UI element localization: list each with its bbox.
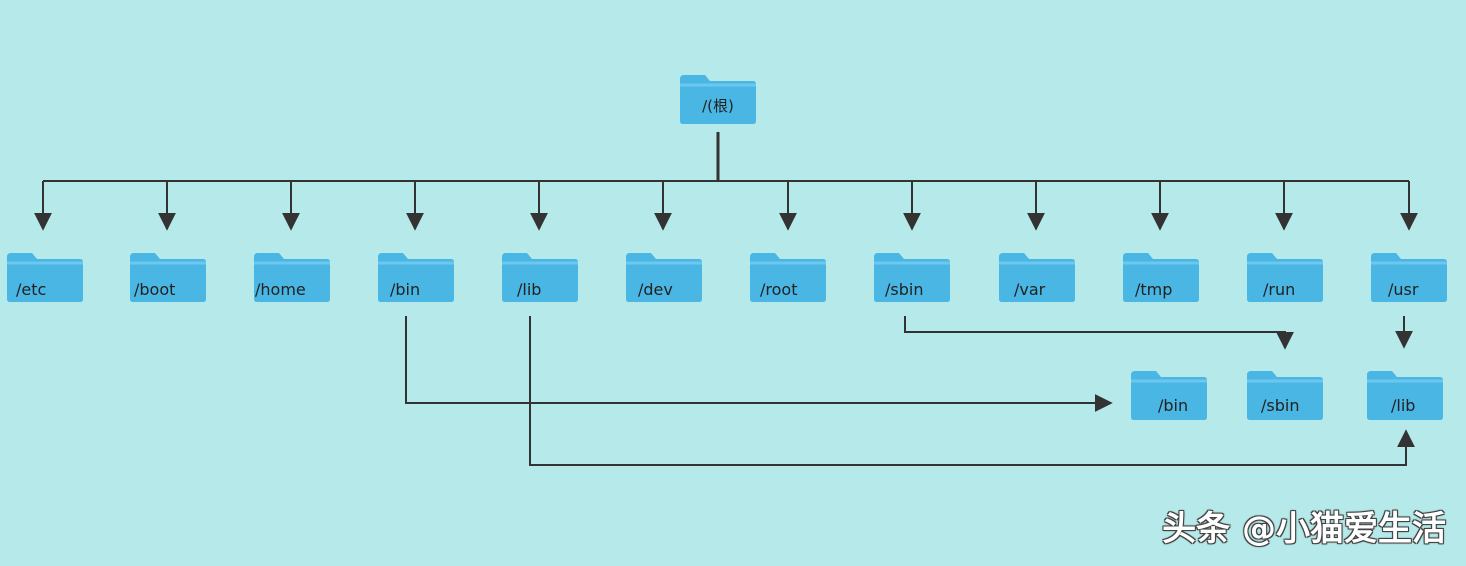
folder-lib[interactable]: /lib	[501, 251, 579, 303]
folder-icon	[7, 253, 83, 302]
folder-usr-bin[interactable]: /bin	[1130, 369, 1208, 421]
folder-usr[interactable]: /usr	[1370, 251, 1448, 303]
folder-label: /root	[760, 280, 798, 299]
folder-dev[interactable]: /dev	[625, 251, 703, 303]
folder-label: /home	[255, 280, 306, 299]
folder-icon	[1247, 253, 1323, 302]
folder-home[interactable]: /home	[253, 251, 331, 303]
folder-usr-lib[interactable]: /lib	[1366, 369, 1444, 421]
folder-label: /(根)	[702, 97, 734, 115]
folder-label: /boot	[134, 280, 176, 299]
folder-tmp[interactable]: /tmp	[1122, 251, 1200, 303]
folder-label: /bin	[390, 280, 421, 299]
folder-icon	[502, 253, 578, 302]
folder-label: /sbin	[885, 280, 924, 299]
folder-icon	[254, 253, 330, 302]
folder-icon	[1123, 253, 1199, 302]
folder-label: /usr	[1388, 280, 1419, 299]
folder-label: /run	[1263, 280, 1296, 299]
folder-icon	[1247, 371, 1323, 420]
folder-label: /bin	[1158, 396, 1189, 415]
folder-boot[interactable]: /boot	[129, 251, 207, 303]
folder-label: /var	[1014, 280, 1046, 299]
folder-icon	[626, 253, 702, 302]
folder-icon	[1367, 371, 1443, 420]
folder-label: /sbin	[1261, 396, 1300, 415]
folder-icon	[130, 253, 206, 302]
folder-usr-sbin[interactable]: /sbin	[1246, 369, 1324, 421]
folder-root-home[interactable]: /root	[749, 251, 827, 303]
watermark-text: 头条 @小猫爱生活	[1162, 509, 1446, 549]
folder-root[interactable]: /(根)	[679, 73, 757, 125]
folder-bin[interactable]: /bin	[377, 251, 455, 303]
folder-label: /lib	[517, 280, 542, 299]
folder-icon	[874, 253, 950, 302]
folder-label: /etc	[16, 280, 47, 299]
link-bin-to-usr-bin	[405, 316, 1113, 412]
link-lib-to-usr-lib	[529, 316, 1415, 466]
folder-icon	[1131, 371, 1207, 420]
folder-icon	[1371, 253, 1447, 302]
folder-icon	[999, 253, 1075, 302]
folder-label: /tmp	[1135, 280, 1173, 299]
folder-label: /lib	[1391, 396, 1416, 415]
folder-sbin[interactable]: /sbin	[873, 251, 951, 303]
link-sbin-to-usr-sbin	[904, 316, 1294, 350]
folder-icon	[750, 253, 826, 302]
folder-icon	[680, 75, 756, 124]
folder-var[interactable]: /var	[998, 251, 1076, 303]
folder-icon	[378, 253, 454, 302]
folder-run[interactable]: /run	[1246, 251, 1324, 303]
folder-label: /dev	[638, 280, 673, 299]
folder-etc[interactable]: /etc	[6, 251, 84, 303]
